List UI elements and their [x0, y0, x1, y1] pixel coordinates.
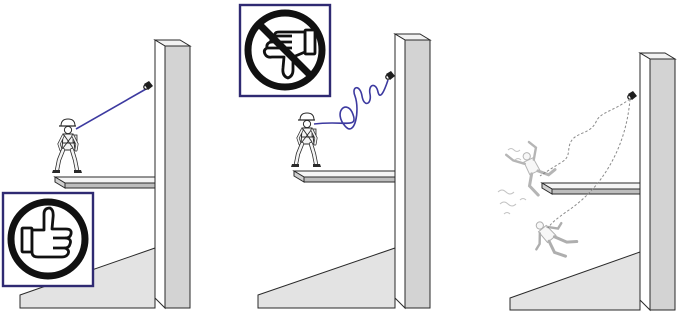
- ledge-platform: [53, 176, 156, 189]
- thumbs-down-badge: [238, 3, 332, 98]
- panel-slack-lanyard: [238, 3, 432, 310]
- concrete-wall: [153, 39, 192, 310]
- worker-figure: [52, 119, 82, 173]
- thumbs-up-icon: [20, 206, 73, 259]
- ground-slab: [509, 251, 641, 311]
- arrested-worker-ghost: [535, 221, 579, 258]
- motion-streaks: [497, 148, 527, 215]
- concrete-wall: [393, 33, 432, 310]
- panel-taut-lanyard: [1, 39, 192, 310]
- anchor-point-icon: [385, 70, 396, 81]
- panel-fall-arrest: [497, 52, 677, 312]
- ledge-platform: [292, 170, 396, 183]
- ledge-platform: [540, 182, 641, 195]
- anchor-point-icon: [627, 90, 638, 101]
- thumbs-up-badge: [1, 191, 95, 288]
- anchor-point-icon: [143, 80, 154, 91]
- falling-worker-ghost: [505, 140, 557, 197]
- prohibited-slash-icon: [255, 20, 315, 80]
- ground-slab: [257, 247, 396, 309]
- lanyard-taut: [75, 88, 147, 130]
- lanyard-trace-falling: [539, 98, 631, 177]
- concrete-wall: [638, 52, 677, 312]
- lanyard-trace-arrested: [547, 98, 631, 229]
- lanyard-slack: [313, 79, 389, 130]
- worker-figure: [291, 113, 321, 167]
